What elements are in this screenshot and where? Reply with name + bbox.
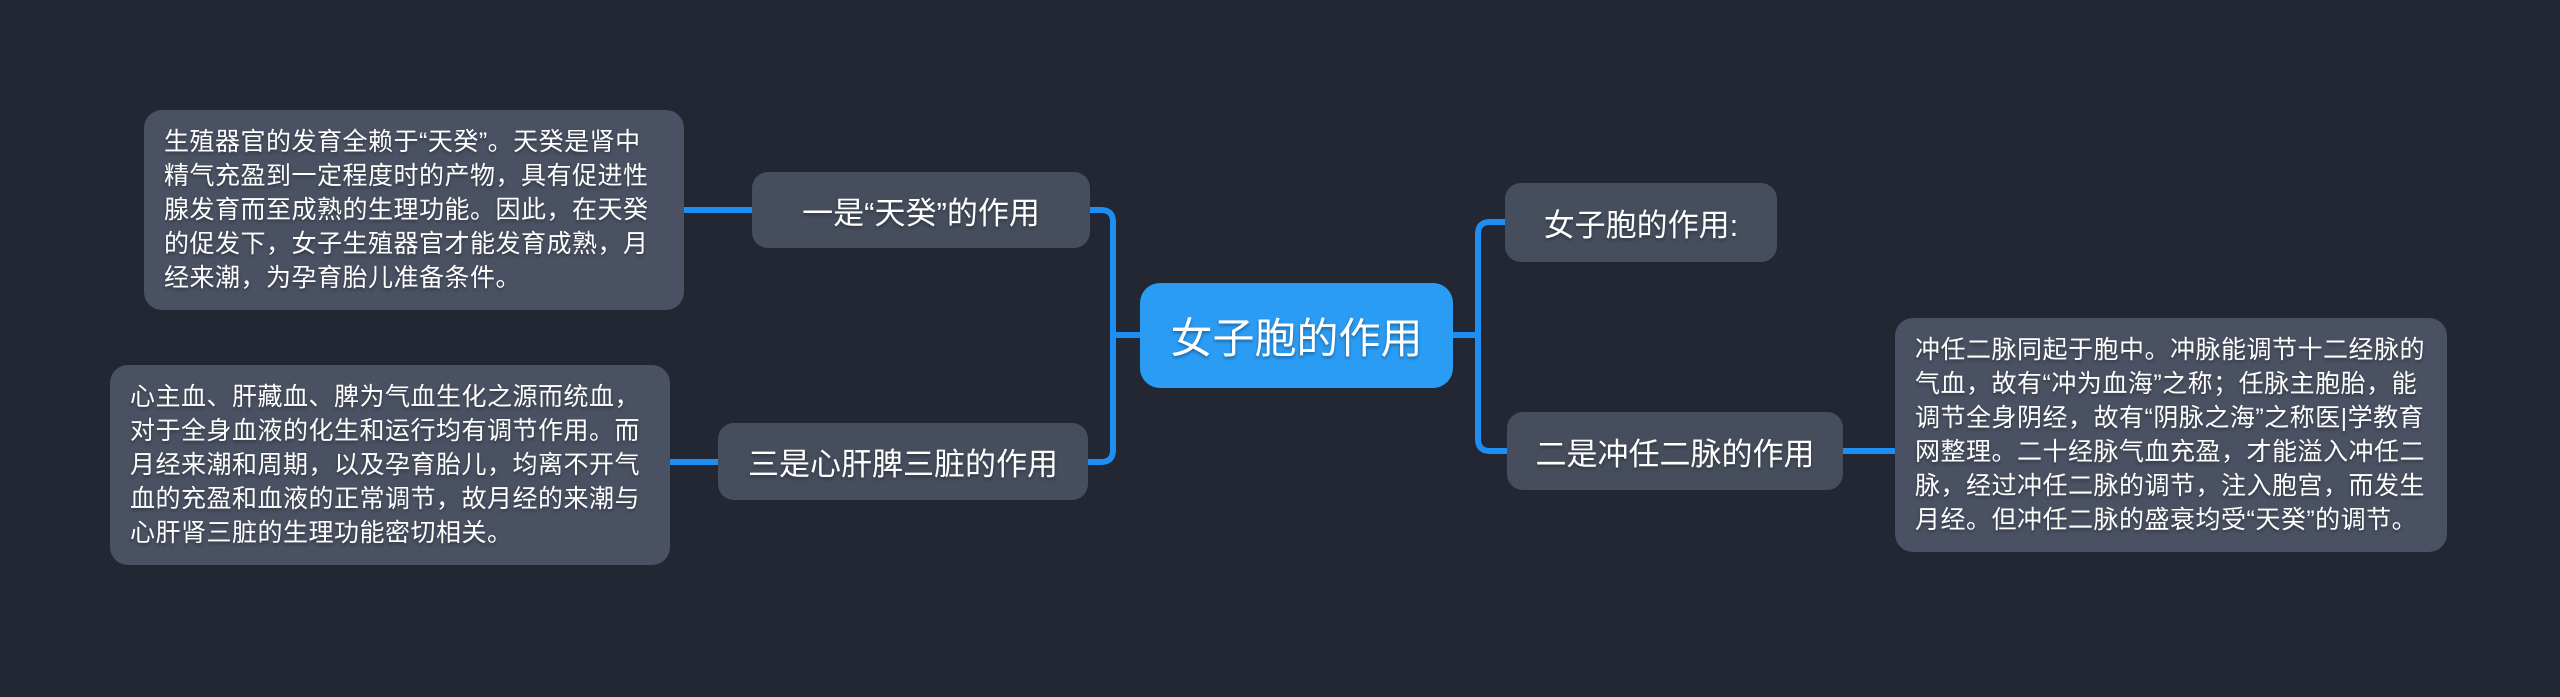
edge-left-trunk xyxy=(1088,207,1116,465)
edge-right-trunk xyxy=(1475,219,1507,454)
node-sanzang: 三是心肝脾三脏的作用 xyxy=(718,423,1088,500)
root-node: 女子胞的作用 xyxy=(1140,283,1453,388)
node-chongren: 二是冲任二脉的作用 xyxy=(1507,412,1843,490)
note-tiangui: 生殖器官的发育全赖于“天癸”。天癸是肾中精气充盈到一定程度时的产物，具有促进性腺… xyxy=(144,110,684,310)
note-chongren: 冲任二脉同起于胞中。冲脉能调节十二经脉的气血，故有“冲为血海”之称；任脉主胞胎，… xyxy=(1895,318,2447,552)
note-sanzang: 心主血、肝藏血、脾为气血生化之源而统血，对于全身血液的化生和运行均有调节作用。而… xyxy=(110,365,670,565)
node-tiangui: 一是“天癸”的作用 xyxy=(752,172,1090,248)
node-right-header: 女子胞的作用: xyxy=(1505,183,1777,262)
